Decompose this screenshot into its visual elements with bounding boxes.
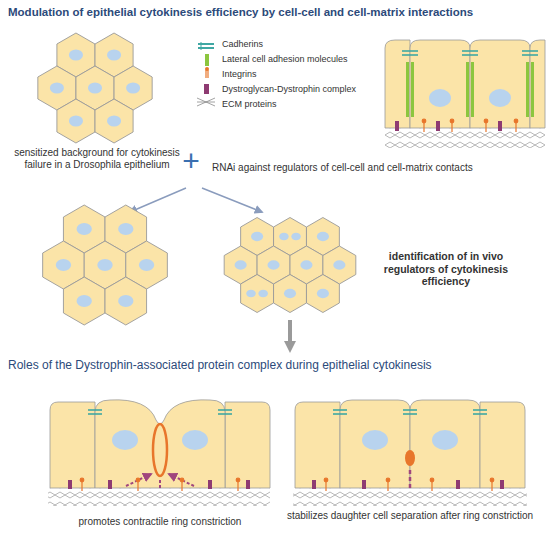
legend-swatch	[204, 84, 209, 94]
failure-sheet	[224, 218, 356, 313]
epithelial-cell	[95, 99, 133, 143]
description: sensitized background for cytokinesis fa…	[12, 147, 182, 171]
result-note: identification of in vivo regulators of …	[366, 250, 526, 288]
section-heading: Roles of the Dystrophin-associated prote…	[8, 358, 546, 372]
epithelial-cell	[63, 277, 105, 325]
legend-text: ECM proteins	[222, 99, 277, 110]
legend-text: Cadherins	[222, 39, 263, 50]
normal-sheet	[43, 205, 168, 325]
title: Modulation of epithelial cytokinesis eff…	[8, 6, 544, 20]
cell-sheets	[38, 33, 356, 325]
sensitized-sheet	[38, 33, 152, 143]
description: RNAi against regulators of cell-cell and…	[212, 162, 537, 174]
plus-sign: +	[176, 146, 206, 176]
epithelial-cell	[105, 277, 147, 325]
daughter-separation-figure	[293, 400, 527, 506]
epithelial-cell	[241, 275, 274, 313]
ring-constriction-figure	[48, 400, 270, 506]
integrin-icon	[205, 67, 209, 78]
ecm-icon	[197, 98, 215, 106]
legend-icons	[197, 42, 215, 106]
legend-text: Dystroglycan-Dystrophin complex	[222, 84, 356, 95]
figure-caption: stabilizes daughter cell separation afte…	[285, 510, 535, 522]
legend-swatch	[205, 54, 209, 66]
cadherin-icon	[198, 42, 214, 50]
figure-caption: promotes contractile ring constriction	[40, 516, 280, 528]
epithelial-cell	[306, 275, 339, 313]
legend-text: Integrins	[222, 69, 257, 80]
epithelial-cell	[274, 275, 307, 313]
epithelium-section	[385, 40, 545, 148]
epithelial-cell	[57, 99, 95, 143]
legend-text: Lateral cell adhesion molecules	[222, 54, 348, 65]
